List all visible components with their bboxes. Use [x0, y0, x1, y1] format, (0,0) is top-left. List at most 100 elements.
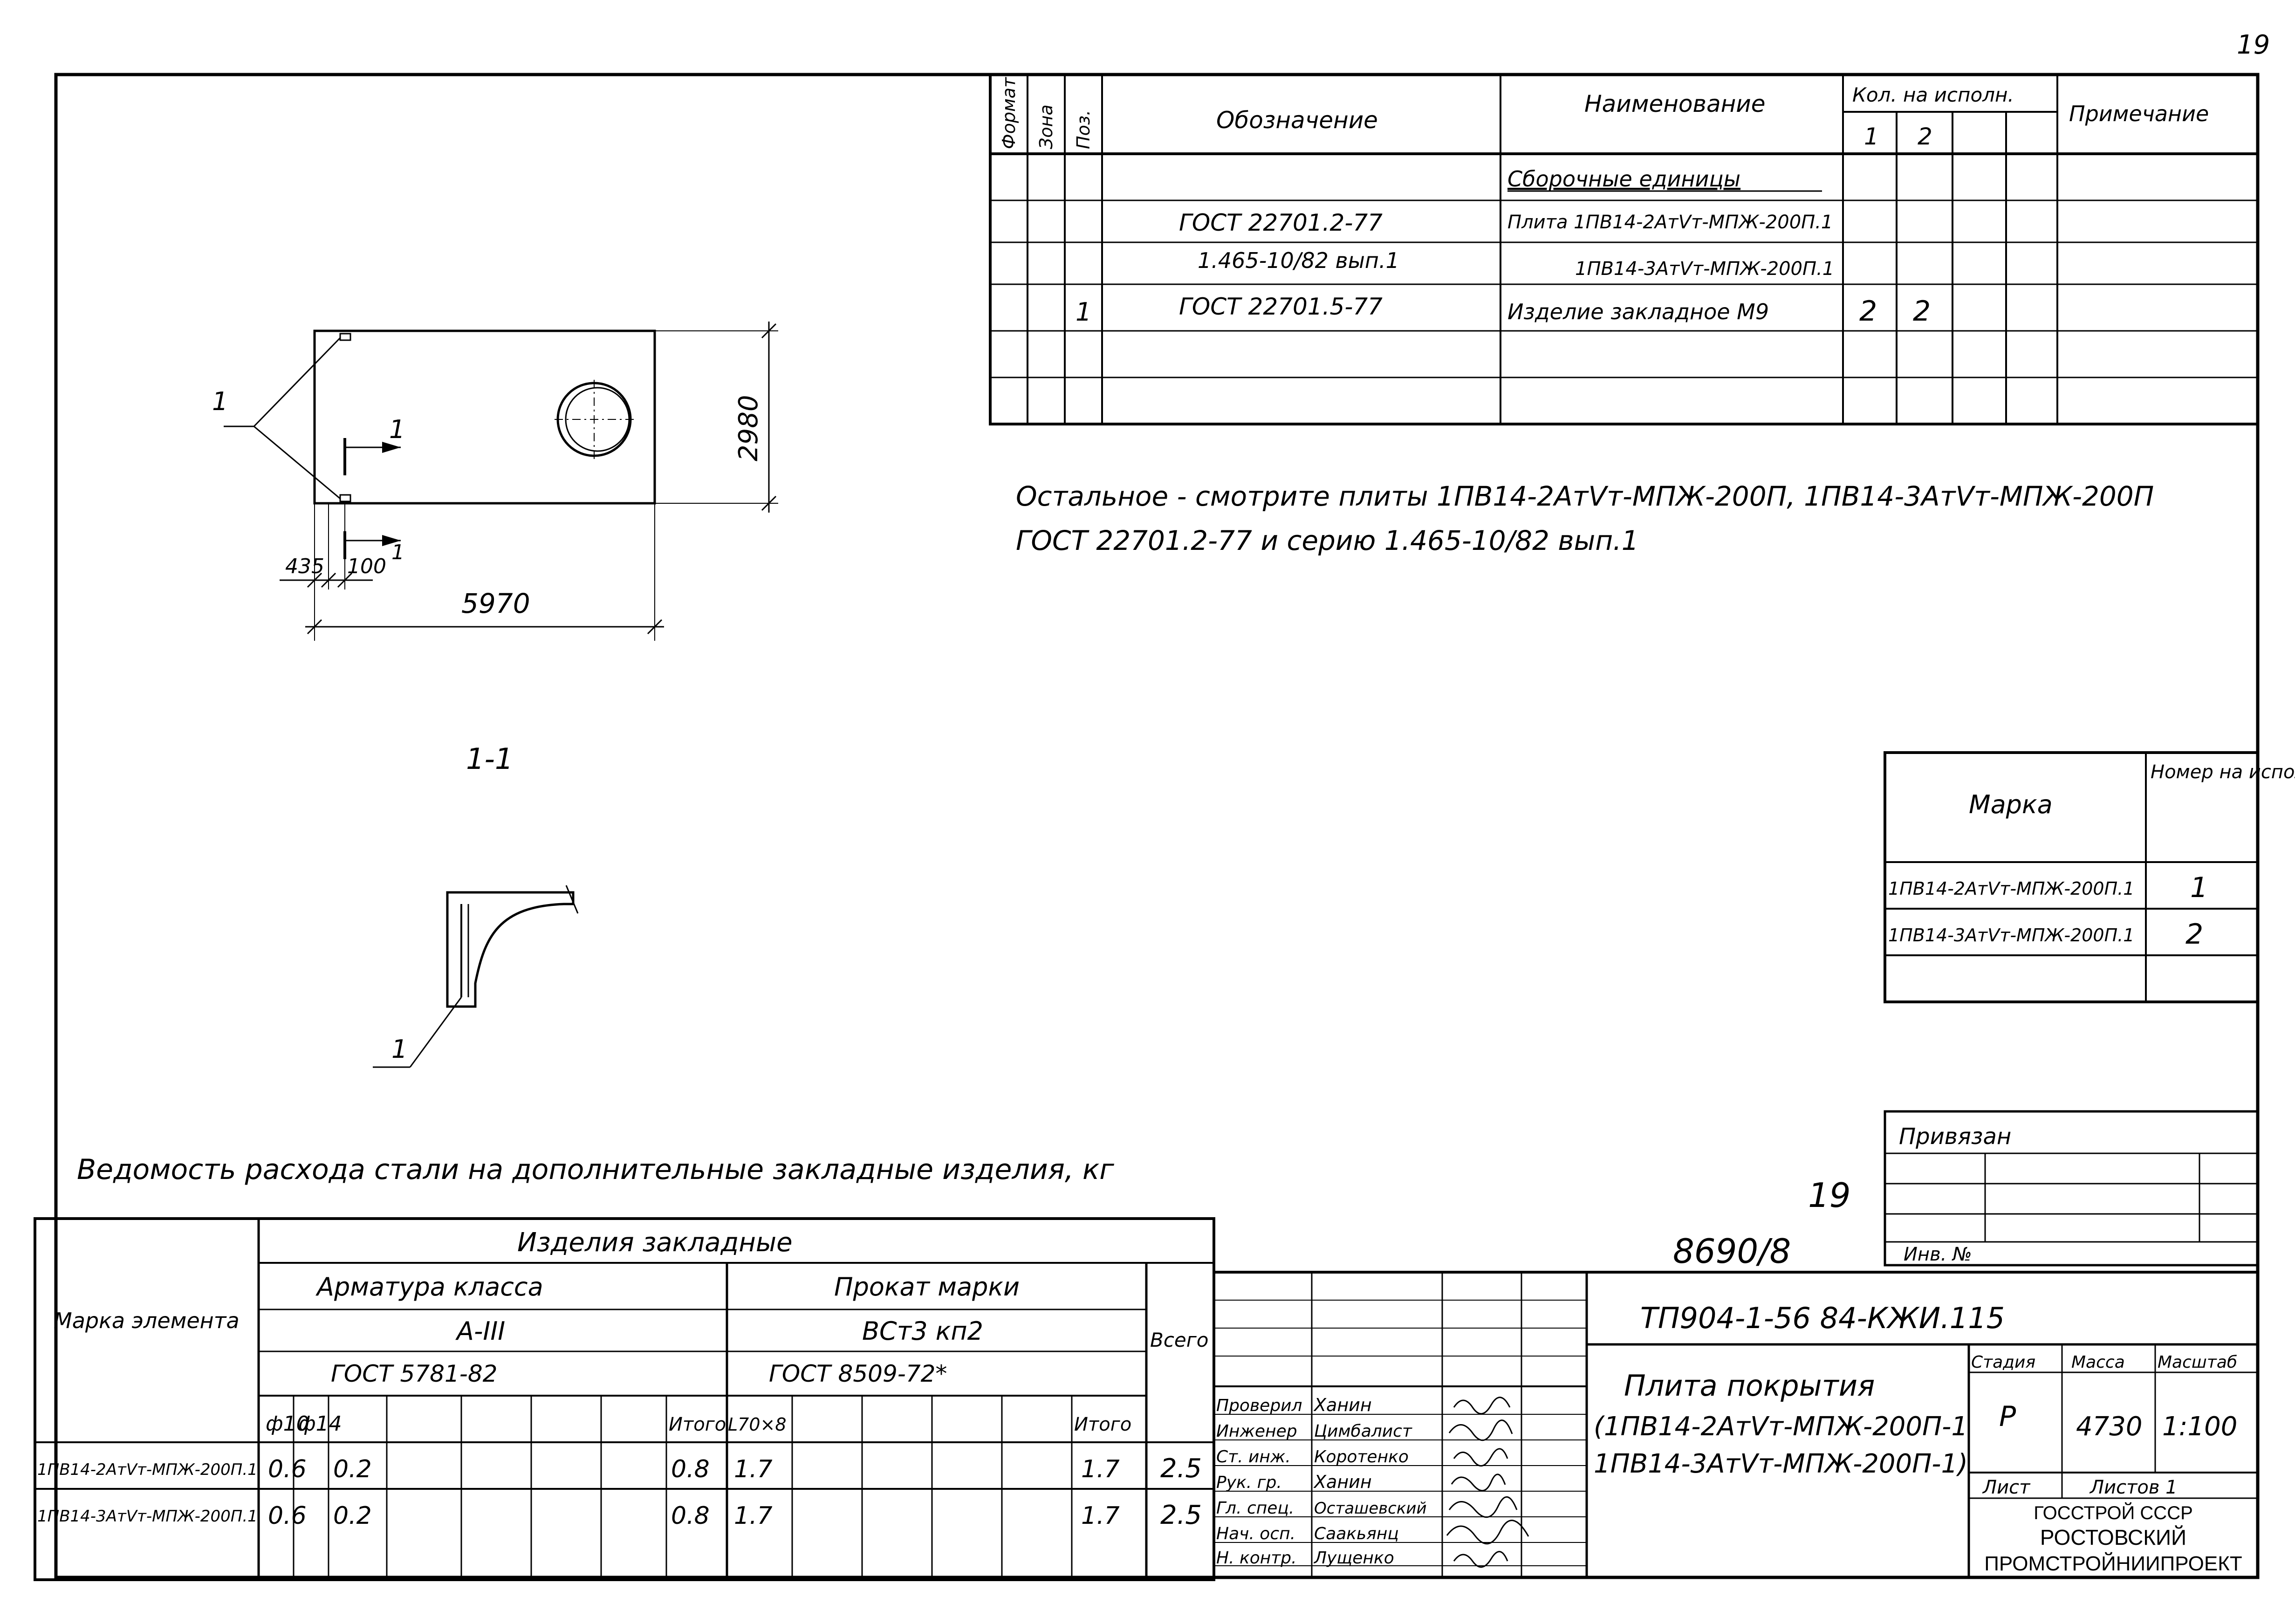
stamp-role-0: Проверил — [1216, 1396, 1302, 1415]
spec-head-name: Наименование — [1584, 90, 1766, 117]
stamp-role-3: Рук. гр. — [1216, 1473, 1282, 1492]
steel-head-rolled-gost: ГОСТ 8509-72* — [769, 1360, 947, 1387]
plan-leader-label: 1 — [212, 387, 228, 416]
stamp-role-4: Гл. спец. — [1216, 1499, 1294, 1518]
stamp-name-4: Осташевский — [1314, 1499, 1427, 1518]
marks-head-num: Номер на исполн. — [2151, 761, 2295, 783]
plan-section-arrow-label: 1 — [389, 415, 405, 444]
dim-100: 100 — [347, 555, 386, 578]
marks-row1-mark: 1ПВ14-2АтVт-МПЖ-200П.1 — [1888, 878, 2134, 899]
steel-head-rolled-grade: ВСт3 кп2 — [862, 1316, 983, 1346]
dim-height: 2980 — [733, 395, 764, 461]
spec-head-note: Примечание — [2069, 101, 2209, 126]
spec-head-qty2: 2 — [1918, 123, 1932, 150]
marks-row1-num: 1 — [2190, 871, 2208, 904]
spec-head-pos: Поз. — [1073, 110, 1094, 149]
slab-outline — [313, 329, 656, 505]
spec-head-zone: Зона — [1036, 104, 1056, 149]
spec-row3-pos: 1 — [1076, 297, 1091, 327]
stamp-mass: 4730 — [2076, 1412, 2143, 1442]
stamp-org-1: ГОССТРОЙ СССР — [2034, 1502, 2193, 1523]
steel-row2-it1: 0.8 — [671, 1502, 710, 1530]
stamp-mass-header: Масса — [2071, 1353, 2125, 1372]
marks-row2-num: 2 — [2185, 918, 2203, 951]
section-leader-label: 1 — [391, 1035, 407, 1064]
stamp-name-3: Ханин — [1313, 1472, 1372, 1492]
steel-row1-d14: 0.2 — [333, 1455, 372, 1483]
steel-sub-l70: L70×8 — [728, 1414, 787, 1435]
stamp-stage: Р — [1999, 1400, 2016, 1433]
steel-row2-total: 2.5 — [1160, 1500, 1202, 1530]
spec-section-title: Сборочные единицы — [1507, 166, 1740, 192]
spec-head-qty1: 1 — [1864, 123, 1879, 150]
steel-row1-it2: 1.7 — [1081, 1455, 1120, 1483]
stamp-role-5: Нач. осп. — [1216, 1524, 1295, 1543]
steel-row2-mark: 1ПВ14-3АтVт-МПЖ-200П.1 — [37, 1507, 258, 1526]
section-view: 1-1 1 — [373, 742, 579, 1068]
steel-row1-it1: 0.8 — [671, 1455, 710, 1483]
spec-row3-q2: 2 — [1913, 295, 1931, 328]
steel-head-total: Всего — [1150, 1329, 1209, 1351]
section-title: 1-1 — [466, 742, 513, 776]
stamp-name-6: Лущенко — [1313, 1549, 1394, 1568]
stamp-scale: 1:100 — [2162, 1412, 2237, 1442]
marks-row2-mark: 1ПВ14-3АтVт-МПЖ-200П.1 — [1888, 925, 2134, 946]
steel-head-rebar-gost: ГОСТ 5781-82 — [331, 1360, 497, 1387]
stamp-name-0: Ханин — [1313, 1395, 1372, 1415]
stamp-title-2: (1ПВ14-2АтVт-МПЖ-200П-1 — [1594, 1412, 1968, 1442]
stamp-org-2: РОСТОВСКИЙ — [2040, 1525, 2186, 1549]
spec-row3-q1: 2 — [1859, 295, 1877, 328]
steel-sub-d14: ф14 — [298, 1412, 342, 1436]
steel-table: Марка элемента Изделия закладные Арматур… — [34, 1217, 1215, 1581]
stamp-title-1: Плита покрытия — [1624, 1369, 1875, 1403]
signature-marks — [1446, 1397, 1529, 1568]
steel-row1-l70: 1.7 — [734, 1455, 773, 1483]
stamp-inv: Инв. № — [1904, 1244, 1972, 1265]
spec-head-designation: Обозначение — [1216, 107, 1378, 134]
steel-row1-total: 2.5 — [1160, 1453, 1202, 1484]
steel-sub-itogo1: Итого — [669, 1414, 726, 1435]
stamp-role-6: Н. контр. — [1216, 1549, 1297, 1568]
dim-width: 5970 — [461, 588, 530, 619]
spec-row3-name: Изделие закладное М9 — [1507, 299, 1769, 324]
stamp-code: ТП904-1-56 84-КЖИ.115 — [1640, 1301, 2005, 1335]
spec-head-format: Формат — [999, 76, 1019, 149]
steel-row1-d10: 0.6 — [268, 1455, 307, 1483]
steel-sub-d10: ф10 — [266, 1412, 309, 1436]
steel-row2-d10: 0.6 — [268, 1502, 307, 1530]
steel-table-title: Ведомость расхода стали на дополнительны… — [77, 1153, 1114, 1186]
stamp-sheet-header: Лист — [1982, 1477, 2031, 1498]
spec-head-qty: Кол. на исполн. — [1852, 83, 2014, 106]
note-line-2: ГОСТ 22701.2-77 и серию 1.465-10/82 вып.… — [1016, 525, 1639, 556]
stamp-stage-header: Стадия — [1971, 1353, 2035, 1372]
stamp-sheet-small: 19 — [1808, 1176, 1851, 1215]
stamp-org-3: ПРОМСТРОЙНИИПРОЕКТ — [1984, 1551, 2242, 1575]
steel-head-group: Изделия закладные — [517, 1227, 793, 1258]
spec-row3-designation: ГОСТ 22701.5-77 — [1179, 293, 1383, 320]
stamp-name-5: Саакьянц — [1314, 1524, 1399, 1543]
marks-head-mark: Марка — [1969, 790, 2053, 819]
spec-table: Формат Зона Поз. Обозначение Наименовани… — [989, 73, 2259, 425]
page-number: 19 — [2237, 30, 2270, 60]
stamp-role-2: Ст. инж. — [1216, 1447, 1291, 1466]
steel-sub-itogo2: Итого — [1074, 1414, 1131, 1435]
marks-table: Марка Номер на исполн. 1ПВ14-2АтVт-МПЖ-2… — [1884, 751, 2295, 1003]
stamp-title-3: 1ПВ14-3АтVт-МПЖ-200П-1) — [1594, 1449, 1968, 1479]
stamp-sheets-header: Листов 1 — [2089, 1477, 2178, 1498]
dim-435: 435 — [285, 555, 324, 578]
steel-row1-mark: 1ПВ14-2АтVт-МПЖ-200П.1 — [37, 1460, 258, 1479]
spec-row2-designation: 1.465-10/82 вып.1 — [1198, 248, 1399, 273]
stamp-name-2: Коротенко — [1314, 1447, 1409, 1466]
steel-row2-d14: 0.2 — [333, 1502, 372, 1530]
stamp-privyazan: Привязан — [1899, 1124, 2011, 1150]
spec-row1-name: Плита 1ПВ14-2АтVт-МПЖ-200П.1 — [1507, 212, 1833, 233]
steel-row2-it2: 1.7 — [1081, 1502, 1120, 1530]
plan-view: 1 1 2980 5970 435 100 1 — [212, 322, 778, 641]
stamp-name-1: Цимбалист — [1314, 1422, 1412, 1441]
spec-row2-name: 1ПВ14-3АтVт-МПЖ-200П.1 — [1575, 258, 1834, 280]
stamp-archive-number: 8690/8 — [1673, 1232, 1791, 1271]
stamp-scale-header: Масштаб — [2158, 1353, 2237, 1372]
steel-head-rebar-class: А-III — [455, 1316, 505, 1346]
stamp-role-1: Инженер — [1216, 1422, 1297, 1441]
